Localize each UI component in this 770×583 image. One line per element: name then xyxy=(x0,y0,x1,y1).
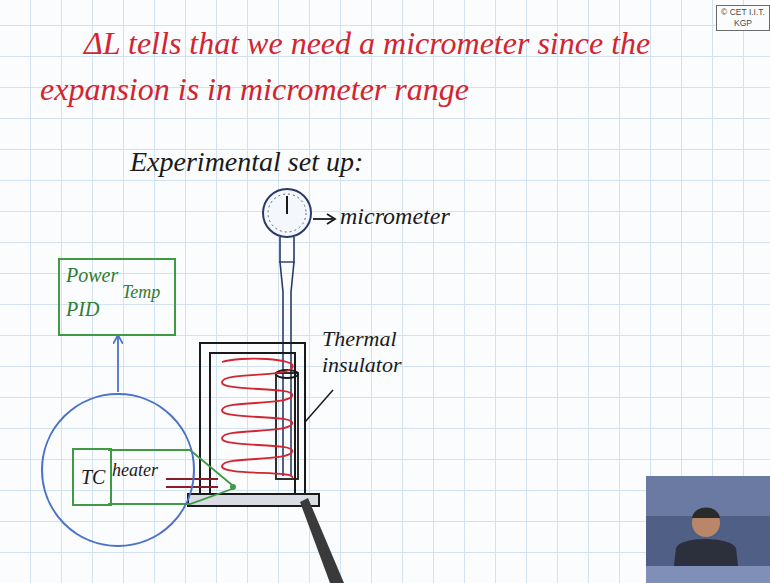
note-text: ΔL tells that we need a micrometer since… xyxy=(40,20,652,112)
watermark: © CET I.I.T. KGP xyxy=(716,5,770,31)
node-text: Power xyxy=(66,264,118,287)
specimen xyxy=(276,373,298,479)
section-heading: Experimental set up: xyxy=(130,146,363,178)
gauge-stem xyxy=(280,237,294,292)
sensor-circle: heater TC xyxy=(40,392,196,548)
heating-coil xyxy=(222,359,293,478)
stem-collar xyxy=(279,261,295,262)
dial-gauge xyxy=(263,189,311,237)
part-label: micrometer xyxy=(340,203,450,230)
node-text: Temp xyxy=(122,282,160,303)
pointer-arrow xyxy=(313,218,333,220)
signal-arrow xyxy=(117,336,119,392)
part-label: Thermal insulator xyxy=(322,326,426,378)
base-plate xyxy=(188,494,319,506)
controller-box: PowerPID Temp xyxy=(58,258,176,336)
desk xyxy=(646,566,770,583)
insulator-outer xyxy=(200,343,305,498)
thermocouple-wire xyxy=(108,450,232,485)
dial-ticks xyxy=(268,194,306,232)
person-hair xyxy=(692,508,720,519)
leader-line xyxy=(305,390,333,422)
heater-lead xyxy=(166,478,218,480)
thermocouple-junction xyxy=(230,484,236,490)
push-rod xyxy=(282,292,284,476)
node-text: heater xyxy=(112,460,158,481)
thermocouple-box: TC xyxy=(72,448,112,506)
video-inset xyxy=(646,476,770,583)
pen xyxy=(300,498,344,583)
pointer-arrowhead xyxy=(327,214,335,224)
circle-outline xyxy=(42,394,194,546)
thermocouple-wire xyxy=(108,489,232,504)
dial-needle xyxy=(286,196,288,214)
node-text: PID xyxy=(66,298,99,321)
node-text: TC xyxy=(81,466,105,489)
